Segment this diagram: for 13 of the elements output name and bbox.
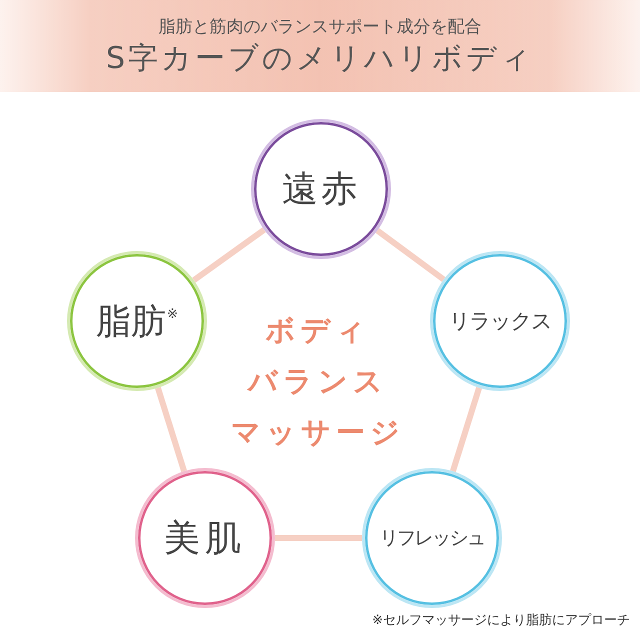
connector-line [155,386,187,472]
circle-node: リラックス [430,251,570,391]
footnote: ※セルフマッサージにより脂肪にアプローチ [372,612,630,630]
connector-line [450,386,482,472]
connector-line [376,228,446,282]
subtitle: 脂肪と筋肉のバランスサポート成分を配合 [158,16,482,38]
title: S字カーブのメリハリボディ [104,40,536,78]
circle-node: 美肌 [135,468,275,608]
circle-node: 遠赤 [251,119,391,259]
connector-line [192,227,266,283]
center-text: ボディバランスマッサージ [230,312,406,451]
circle-node: リフレッシュ [362,468,502,608]
circle-node: 脂肪$^{※}$ [67,251,207,391]
